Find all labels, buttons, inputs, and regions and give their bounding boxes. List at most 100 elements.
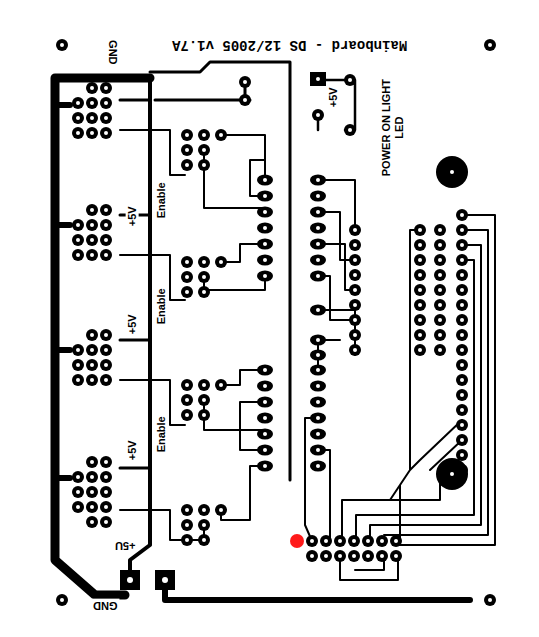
solder-pad	[456, 224, 468, 236]
solder-pad	[434, 344, 446, 356]
solder-pad	[72, 112, 84, 124]
drill-hole	[353, 303, 357, 307]
solder-pad	[198, 409, 210, 421]
drill-hole	[263, 194, 267, 198]
drill-hole	[90, 131, 94, 135]
drill-hole	[202, 413, 206, 417]
led-label: POWER ON LIGHT LED	[380, 72, 405, 184]
solder-pad	[198, 271, 210, 283]
solder-pad	[100, 359, 112, 371]
solder-pad	[198, 394, 210, 406]
drill-hole	[353, 243, 357, 247]
solder-pad	[376, 535, 388, 547]
drill-hole	[104, 348, 108, 352]
drill-hole	[460, 423, 464, 427]
solder-pad	[320, 535, 332, 547]
drill-hole	[316, 338, 320, 342]
drill-hole	[185, 523, 189, 527]
drill-hole	[460, 453, 464, 457]
solder-pad	[376, 550, 388, 562]
drill-hole	[263, 384, 267, 388]
led-pad	[310, 72, 326, 86]
solder-pad	[72, 471, 84, 483]
solder-pad	[456, 239, 468, 251]
ground-trace	[55, 78, 150, 595]
solder-pad	[456, 374, 468, 386]
solder-pad	[310, 175, 326, 186]
solder-pad	[456, 254, 468, 266]
solder-pad	[349, 239, 361, 251]
solder-pad	[456, 284, 468, 296]
drill-hole	[104, 520, 108, 524]
solder-pad	[86, 329, 98, 341]
solder-pad	[100, 329, 112, 341]
solder-pad	[181, 394, 193, 406]
drill-hole	[76, 348, 80, 352]
drill-hole	[353, 273, 357, 277]
drill-hole	[460, 213, 464, 217]
drill-hole	[76, 101, 80, 105]
net-label: GND	[91, 599, 119, 612]
solder-pad	[434, 224, 446, 236]
net-label: +5V	[327, 85, 340, 109]
solder-pad	[215, 504, 227, 516]
solder-pad	[100, 112, 112, 124]
drill-hole	[104, 208, 108, 212]
drill-hole	[185, 508, 189, 512]
drill-hole	[90, 348, 94, 352]
drill-hole	[460, 243, 464, 247]
solder-pad	[257, 381, 273, 392]
solder-pad	[310, 223, 326, 234]
solder-pad	[257, 239, 273, 250]
drill-hole	[104, 378, 108, 382]
solder-pad	[434, 329, 446, 341]
solder-pad	[86, 127, 98, 139]
drill-hole	[76, 238, 80, 242]
solder-pad	[334, 535, 346, 547]
drill-hole	[418, 243, 422, 247]
drill-hole	[185, 413, 189, 417]
solder-pad	[86, 501, 98, 513]
solder-pad	[181, 504, 193, 516]
solder-pad	[456, 329, 468, 341]
solder-pad	[181, 519, 193, 531]
drill-hole	[438, 318, 442, 322]
solder-pad	[349, 254, 361, 266]
solder-pad	[72, 486, 84, 498]
solder-pad	[390, 535, 402, 547]
solder-pad	[100, 127, 112, 139]
led-trace	[318, 80, 355, 130]
drill-hole	[243, 98, 247, 102]
solder-pad	[306, 550, 318, 562]
drill-hole	[460, 288, 464, 292]
drill-hole	[316, 400, 320, 404]
drill-hole	[263, 274, 267, 278]
solder-pad	[86, 486, 98, 498]
drill-hole	[90, 86, 94, 90]
terminal-pad	[155, 570, 175, 590]
drill-hole	[316, 416, 320, 420]
signal-trace	[240, 160, 355, 541]
solder-pad	[310, 335, 326, 346]
solder-pad	[100, 456, 112, 468]
drill-hole	[90, 475, 94, 479]
solder-pad	[181, 534, 193, 546]
solder-pad	[257, 271, 273, 282]
drill-hole	[76, 253, 80, 257]
drill-hole	[324, 539, 328, 543]
drill-hole	[316, 210, 320, 214]
drill-hole	[316, 194, 320, 198]
drill-hole	[380, 554, 384, 558]
drill-hole	[104, 460, 108, 464]
solder-pad	[310, 305, 326, 316]
drill-hole	[202, 290, 206, 294]
drill-hole	[316, 178, 320, 182]
solder-pad	[349, 299, 361, 311]
drill-hole	[76, 223, 80, 227]
solder-pad	[348, 550, 360, 562]
power-trace	[120, 100, 150, 468]
solder-pad	[239, 94, 251, 106]
drill-hole	[263, 416, 267, 420]
drill-hole	[366, 554, 370, 558]
